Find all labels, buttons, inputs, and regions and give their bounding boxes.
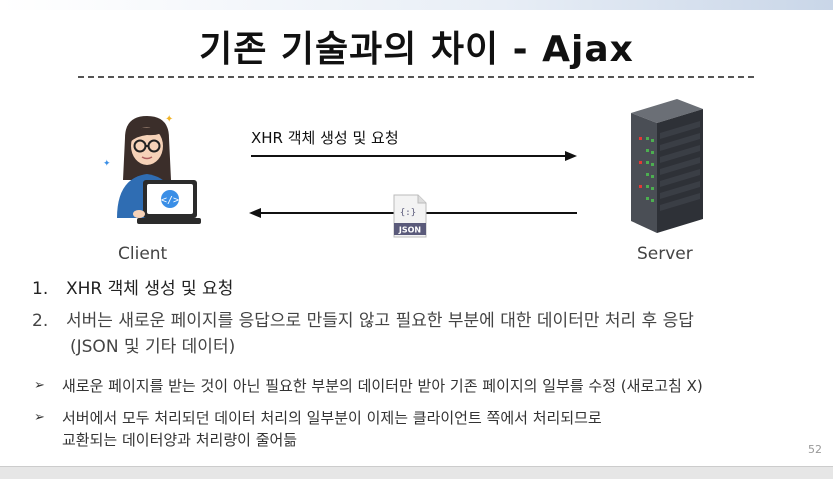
step-number: 1.	[32, 279, 49, 299]
json-braces: {:}	[400, 208, 416, 218]
bottom-bar	[0, 466, 833, 479]
bullet-text-continuation: 교환되는 데이터양과 처리량이 줄어듦	[62, 431, 298, 449]
svg-text:</>: </>	[161, 195, 179, 206]
svg-text:✦: ✦	[103, 159, 111, 169]
page-number: 52	[808, 443, 822, 456]
client-label: Client	[118, 244, 168, 264]
step-number: 2.	[32, 311, 49, 331]
slide-title: 기존 기술과의 차이 - Ajax	[199, 29, 634, 70]
svg-text:✦: ✦	[165, 114, 173, 125]
server-label: Server	[637, 244, 693, 264]
client-person-icon: ✦ ✦ </>	[103, 114, 201, 224]
steps-list: 1. XHR 객체 생성 및 요청 2. 서버는 새로운 페이지를 응답으로 만들지…	[32, 276, 812, 360]
json-file-icon: {:} JSON	[393, 194, 427, 238]
arrow-bullet-icon: ➢	[34, 378, 45, 393]
arrow-bullet-icon: ➢	[34, 410, 45, 425]
bullet-text: 새로운 페이지를 받는 것이 아닌 필요한 부분의 데이터만 받아 기존 페이지…	[62, 377, 703, 395]
bullet-item: ➢ 새로운 페이지를 받는 것이 아닌 필요한 부분의 데이터만 받아 기존 페…	[34, 375, 814, 397]
bullet-text: 서버에서 모두 처리되던 데이터 처리의 일부분이 이제는 클라이언트 쪽에서 …	[62, 409, 602, 427]
json-badge-label: JSON	[398, 226, 421, 235]
step-item: 1. XHR 객체 생성 및 요청	[32, 276, 812, 302]
request-arrow-label: XHR 객체 생성 및 요청	[251, 129, 399, 147]
step-text: 서버는 새로운 페이지를 응답으로 만들지 않고 필요한 부분에 대한 데이터만…	[66, 311, 694, 331]
request-arrowhead	[565, 151, 577, 161]
step-text: XHR 객체 생성 및 요청	[66, 279, 234, 299]
bullet-item: ➢ 서버에서 모두 처리되던 데이터 처리의 일부분이 이제는 클라이언트 쪽에…	[34, 407, 814, 451]
response-arrowhead	[249, 208, 261, 218]
step-text-continuation: (JSON 및 기타 데이터)	[70, 337, 236, 357]
top-gradient-bar	[0, 0, 833, 10]
title-divider	[78, 76, 754, 78]
server-rack-icon	[631, 99, 703, 233]
bullet-list: ➢ 새로운 페이지를 받는 것이 아닌 필요한 부분의 데이터만 받아 기존 페…	[34, 375, 814, 451]
step-item: 2. 서버는 새로운 페이지를 응답으로 만들지 않고 필요한 부분에 대한 데이…	[32, 308, 812, 360]
